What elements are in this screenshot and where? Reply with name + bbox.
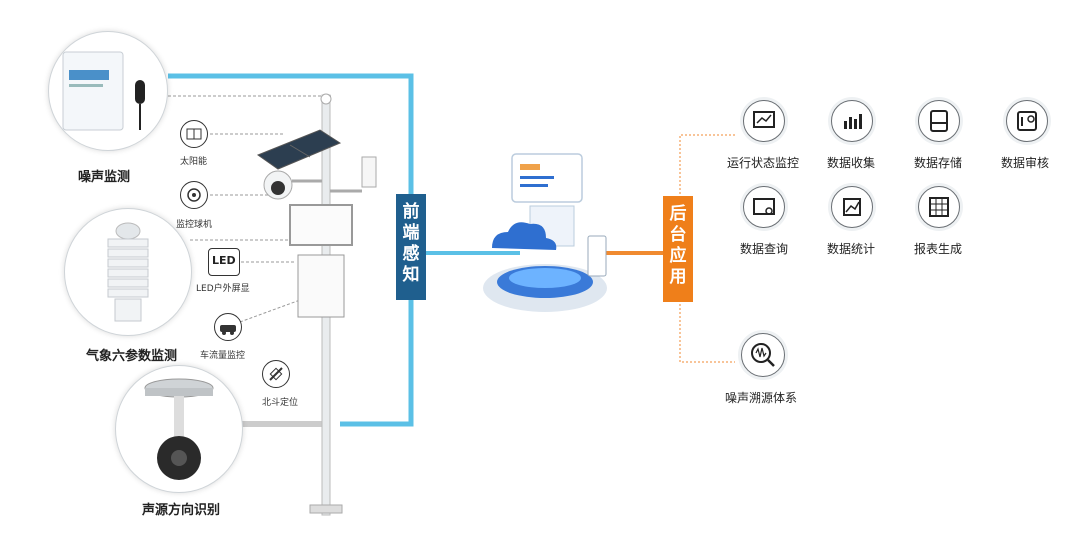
satellite-icon (262, 360, 290, 388)
back-application-box: 后台应用 (663, 196, 693, 302)
led-label: LED户外屏显 (196, 284, 250, 294)
front-perception-box: 前端感知 (396, 194, 426, 300)
led-icon-text: LED (212, 254, 236, 267)
led-screen-icon: LED (208, 248, 240, 276)
sound-direction-circle (115, 365, 243, 493)
app-label-audit: 数据审核 (1001, 156, 1050, 170)
dome-camera-icon (180, 181, 208, 209)
data-query-icon (743, 186, 785, 228)
noise-device-circle (48, 31, 168, 151)
app-label-collection: 数据收集 (827, 156, 876, 170)
noise-trace-icon (741, 333, 785, 377)
cloud-platform (483, 153, 607, 312)
camera-label: 监控球机 (176, 220, 213, 230)
front-perception-label: 前端感知 (402, 202, 420, 285)
app-label-statistics: 数据统计 (827, 242, 876, 256)
solar-label: 太阳能 (180, 157, 208, 167)
app-label-status: 运行状态监控 (727, 156, 800, 170)
back-application-label: 后台应用 (669, 204, 687, 287)
weather-sensor-circle (64, 208, 192, 336)
app-label-report: 报表生成 (914, 242, 963, 256)
noise-monitor-label: 噪声监测 (78, 170, 131, 185)
noise-trace-label: 噪声溯源体系 (725, 391, 798, 405)
monitoring-pole (256, 93, 377, 516)
solar-panel-icon (180, 120, 208, 148)
data-collection-icon (831, 100, 873, 142)
report-icon (918, 186, 960, 228)
data-statistics-icon (831, 186, 873, 228)
weather-monitor-label: 气象六参数监测 (86, 349, 178, 364)
traffic-label: 车流量监控 (200, 351, 246, 361)
app-label-query: 数据查询 (740, 242, 789, 256)
data-storage-icon (918, 100, 960, 142)
app-label-storage: 数据存储 (914, 156, 963, 170)
data-audit-icon (1006, 100, 1048, 142)
status-monitor-icon (743, 100, 785, 142)
car-icon (214, 313, 242, 341)
sound-direction-label: 声源方向识别 (142, 503, 221, 518)
beidou-label: 北斗定位 (262, 398, 299, 408)
